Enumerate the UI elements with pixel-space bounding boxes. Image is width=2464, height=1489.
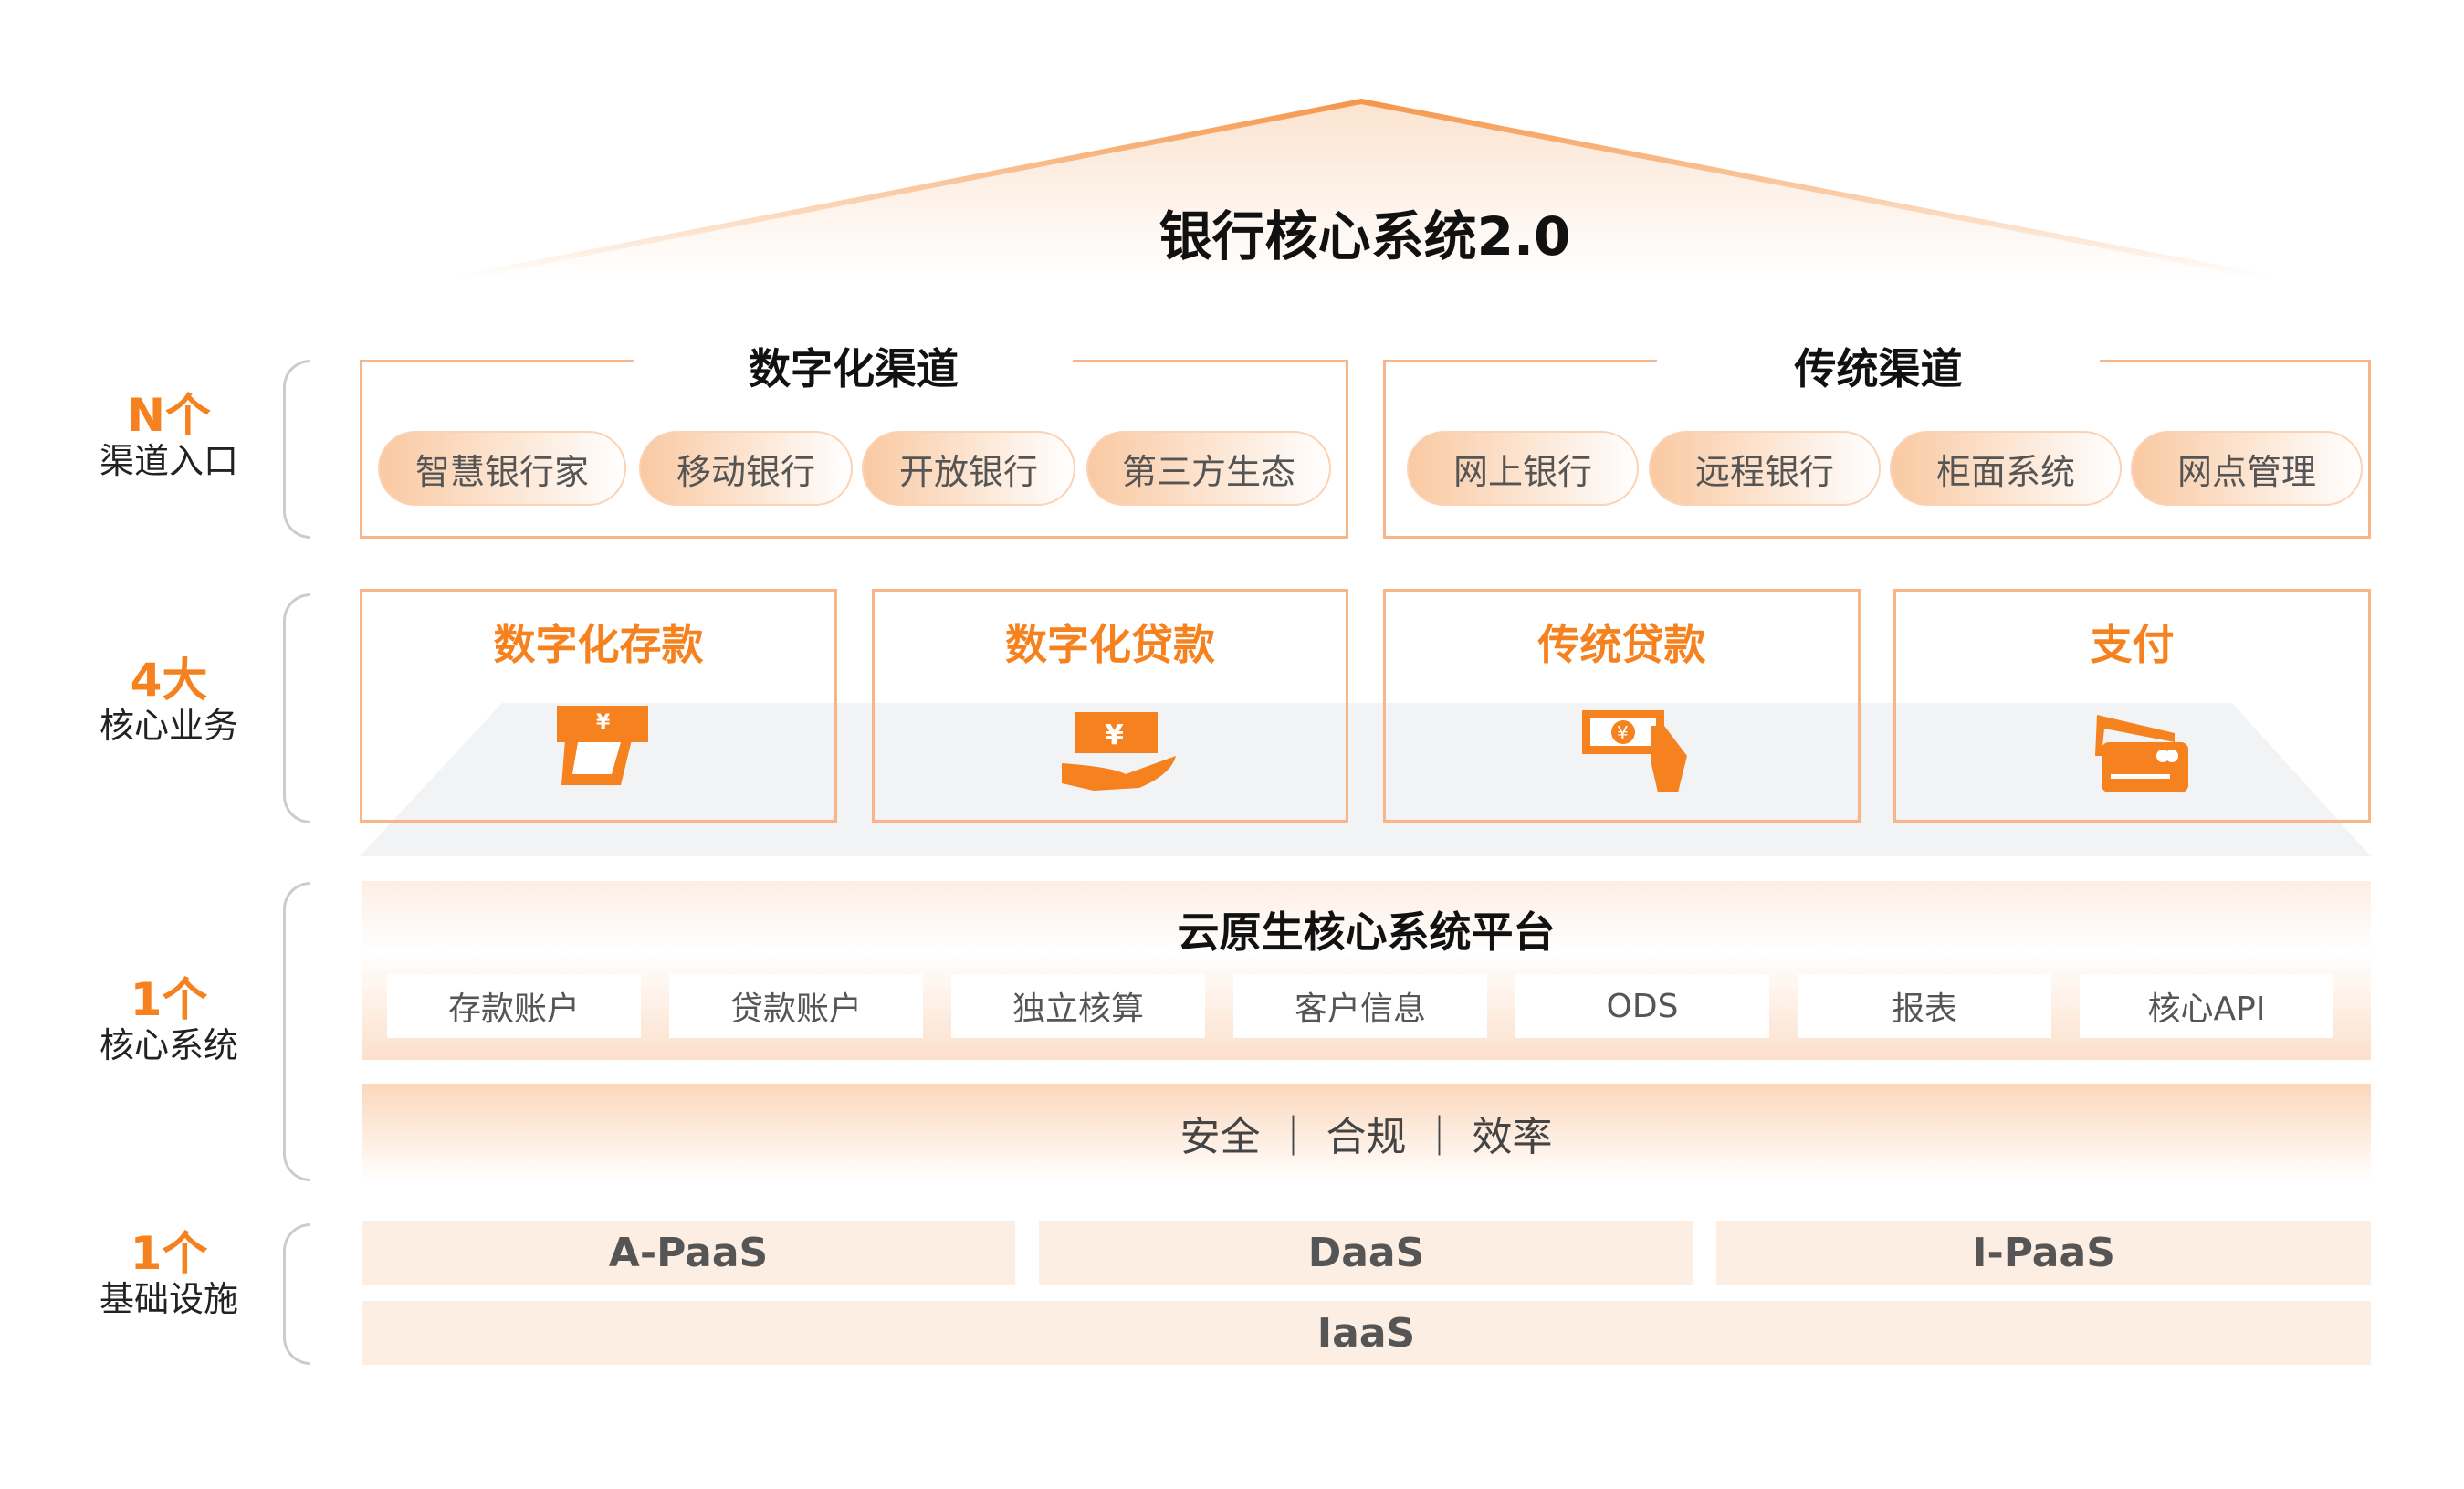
principles-bar: 安全 ｜ 合规 ｜ 效率 — [362, 1084, 2371, 1181]
hand-money-icon: ¥ — [1062, 712, 1176, 791]
platform-title: 云原生核心系统平台 — [1177, 907, 1556, 957]
module-chip[interactable]: 报表 — [1798, 974, 2051, 1038]
brace — [283, 360, 310, 539]
channel-pill[interactable]: 网点管理 — [2131, 431, 2363, 506]
layer-label-infra: 1个基础设施 — [99, 1227, 238, 1319]
channel-pill[interactable]: 网上银行 — [1407, 431, 1639, 506]
svg-text:¥: ¥ — [596, 711, 611, 734]
business-label: 数字化存款 — [493, 620, 704, 669]
page-title: 银行核心系统2.0 — [1159, 205, 1571, 267]
business-label: 数字化贷款 — [1005, 620, 1215, 669]
channel-pill[interactable]: 移动银行 — [639, 431, 853, 506]
paas-data[interactable]: DaaS — [1039, 1221, 1693, 1285]
module-chip[interactable]: 贷款账户 — [669, 974, 923, 1038]
layer-label-business: 4大核心业务 — [99, 654, 238, 746]
hand-banknote-icon: ¥ — [1582, 710, 1687, 792]
svg-text:¥: ¥ — [1105, 719, 1124, 751]
module-chip[interactable]: 核心API — [2080, 974, 2333, 1038]
credit-card-icon — [2095, 715, 2188, 792]
paas-i[interactable]: I-PaaS — [1716, 1221, 2371, 1285]
business-card[interactable]: 支付 — [1893, 589, 2371, 823]
layer-label-core: 1个核心系统 — [99, 973, 238, 1065]
module-chip[interactable]: 存款账户 — [387, 974, 641, 1038]
platform-shadow — [360, 703, 2371, 856]
business-card[interactable]: 传统贷款 ¥ — [1383, 589, 1861, 823]
iaas[interactable]: IaaS — [362, 1301, 2371, 1365]
module-chip[interactable]: 独立核算 — [951, 974, 1205, 1038]
business-label: 支付 — [2090, 620, 2175, 669]
paas-a[interactable]: A-PaaS — [362, 1221, 1015, 1285]
layer-label-channels: N个渠道入口 — [99, 389, 238, 481]
section-title: 数字化渠道 — [634, 336, 1073, 396]
atm-cash-icon: ¥ — [557, 706, 648, 785]
business-label: 传统贷款 — [1537, 620, 1706, 669]
section-title: 传统渠道 — [1657, 336, 2100, 396]
channel-pill[interactable]: 开放银行 — [862, 431, 1075, 506]
brace — [283, 1223, 310, 1365]
module-chip[interactable]: ODS — [1515, 974, 1769, 1038]
channel-pill[interactable]: 柜面系统 — [1890, 431, 2122, 506]
brace — [283, 882, 310, 1181]
module-chip[interactable]: 客户信息 — [1233, 974, 1487, 1038]
channel-pill[interactable]: 远程银行 — [1649, 431, 1881, 506]
roof — [456, 98, 2274, 281]
channel-pill[interactable]: 智慧银行家 — [378, 431, 626, 506]
svg-text:¥: ¥ — [1617, 722, 1629, 744]
business-card[interactable]: 数字化贷款 ¥ — [872, 589, 1348, 823]
business-card[interactable]: 数字化存款 ¥ — [360, 589, 837, 823]
channel-pill[interactable]: 第三方生态 — [1086, 431, 1331, 506]
